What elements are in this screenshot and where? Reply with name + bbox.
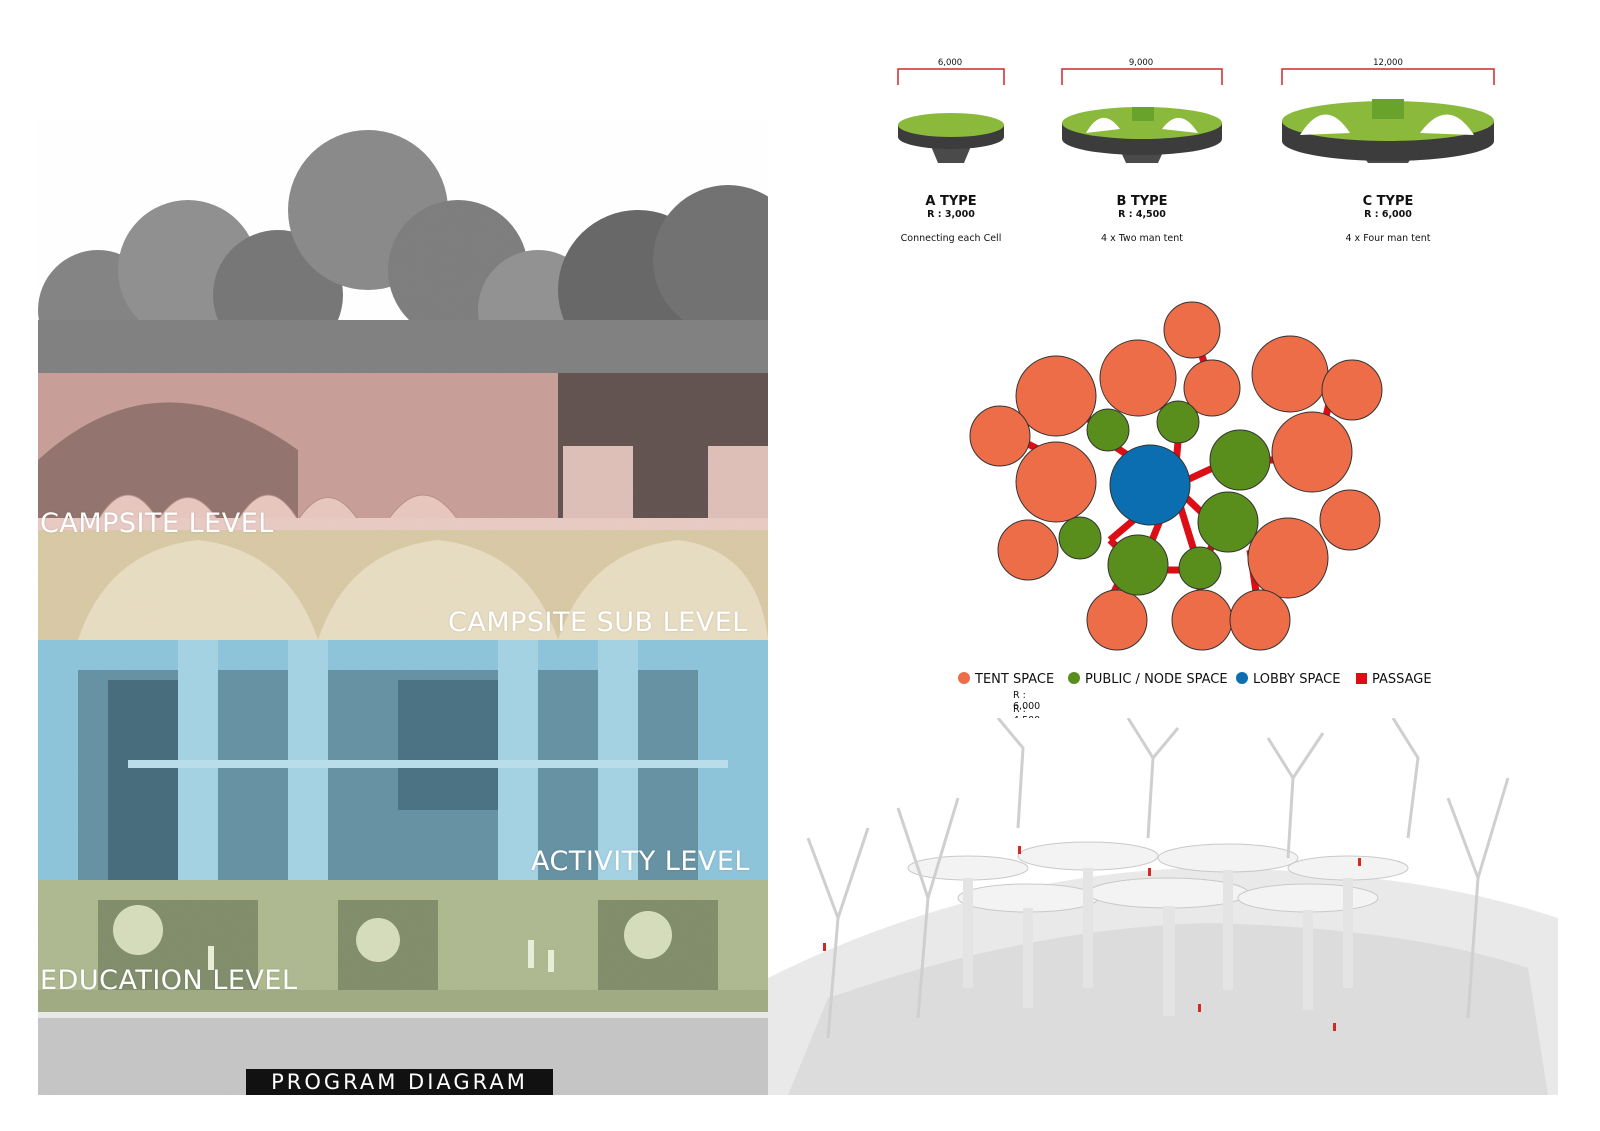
c-type-disc [1282,99,1494,163]
program-bubble-diagram [969,301,1383,651]
c-type-description: 4 x Four man tent [1345,233,1431,244]
c-type-name: C TYPE [1362,194,1414,209]
legend-passage: PASSAGE [1356,672,1432,687]
program-diagram-title: PROGRAM DIAGRAM [246,1069,553,1095]
tent-icon [1420,114,1474,135]
a-type-caption: A TYPE R : 3,000 Connecting each Cell [880,194,1022,244]
activity-level-label: ACTIVITY LEVEL [531,846,750,877]
campsite-sub-level-label: CAMPSITE SUB LEVEL [448,607,748,638]
legend-lobby-space: LOBBY SPACE [1236,672,1340,687]
section-illustration [38,120,768,1095]
tent-icon [1300,114,1350,135]
passage-swatch-icon [1356,673,1367,684]
b-type-dimension: 9,000 [1128,58,1154,68]
human-figure-icon [823,846,1361,1031]
public-node-spaces [1058,400,1271,596]
dimension-lines [897,68,1495,85]
legend-tent-space: TENT SPACE [958,672,1054,687]
cell-types-illustration [897,68,1495,163]
b-type-description: 4 x Two man tent [1101,233,1183,244]
a-type-dimension: 6,000 [937,58,963,68]
tent-icon [1086,117,1120,133]
c-type-caption: C TYPE R : 6,000 4 x Four man tent [1282,194,1494,244]
program-section-image: CAMPSITE LEVEL CAMPSITE SUB LEVEL ACTIVI… [38,120,768,1095]
a-type-description: Connecting each Cell [900,233,1002,244]
a-type-disc [898,113,1004,163]
lobby-space-swatch-icon [1236,672,1248,684]
b-type-disc [1062,107,1222,163]
tent-spaces [969,301,1383,651]
lobby-space [1109,444,1191,526]
tree-icon [806,718,1510,1039]
public-space-swatch-icon [1068,672,1080,684]
a-type-radius: R : 3,000 [927,209,975,220]
legend-public-node-space: PUBLIC / NODE SPACE [1068,672,1228,687]
a-type-name: A TYPE [925,194,977,209]
physical-model-photo [768,718,1558,1095]
model-columns [963,868,1353,1016]
tent-icon [1162,117,1198,133]
b-type-caption: B TYPE R : 4,500 4 x Two man tent [1062,194,1222,244]
c-type-dimension: 12,000 [1373,58,1403,68]
legend-tent-radius-1: R : 6,000 [1013,690,1041,712]
b-type-radius: R : 4,500 [1118,209,1166,220]
campsite-level-label: CAMPSITE LEVEL [40,508,274,539]
tent-space-swatch-icon [958,672,970,684]
education-level-label: EDUCATION LEVEL [40,965,298,996]
c-type-radius: R : 6,000 [1364,209,1412,220]
b-type-name: B TYPE [1116,194,1168,209]
